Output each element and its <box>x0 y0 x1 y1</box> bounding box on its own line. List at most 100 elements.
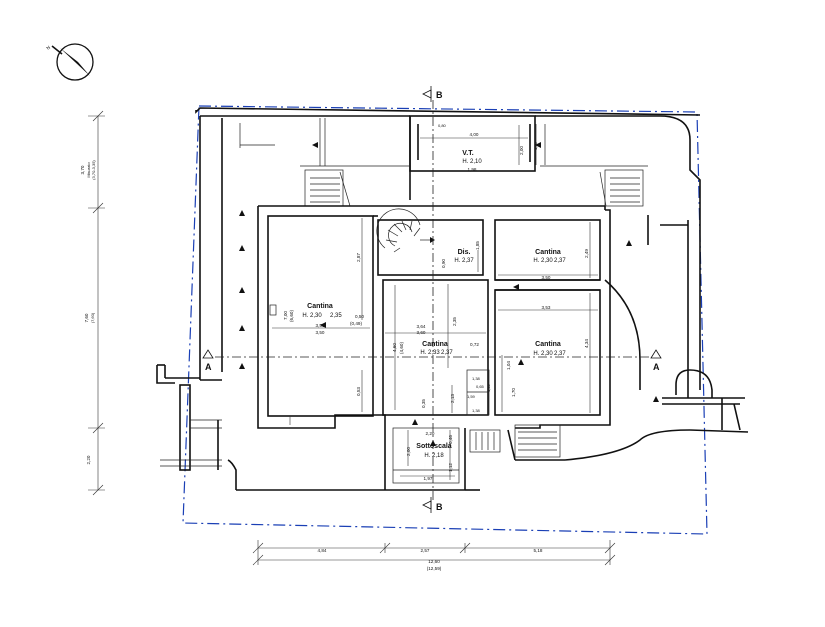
svg-text:V.T.: V.T. <box>462 150 473 157</box>
svg-text:1,12: 1,12 <box>448 463 453 472</box>
stair-top-left <box>304 169 351 207</box>
svg-text:1,97: 1,97 <box>424 476 433 481</box>
room-cantina-middle: Cantina H. 2,33 2,37 <box>420 341 453 356</box>
svg-text:1,85: 1,85 <box>475 241 480 250</box>
spiral-stair <box>376 208 435 253</box>
svg-text:3,64: 3,64 <box>417 324 426 329</box>
svg-text:2,20: 2,20 <box>426 431 435 436</box>
svg-text:A: A <box>205 362 212 372</box>
svg-text:1,70: 1,70 <box>511 388 516 397</box>
section-marker-bottom: B <box>422 497 443 513</box>
svg-text:1,38: 1,38 <box>472 408 481 413</box>
svg-text:H. 2,18: H. 2,18 <box>424 453 444 459</box>
dimension-labels: 4,00 2,00 0,80 2,87 3,51 3,50 7,00 (6,60… <box>283 123 589 481</box>
svg-text:(3,70-3,35): (3,70-3,35) <box>91 160 96 180</box>
svg-text:5,18: 5,18 <box>534 548 543 553</box>
site-walls <box>156 107 749 491</box>
svg-text:4,60: 4,60 <box>392 343 397 352</box>
svg-text:1,38: 1,38 <box>472 376 481 381</box>
svg-text:H. 2,37: H. 2,37 <box>454 258 474 264</box>
svg-text:B: B <box>436 90 443 100</box>
svg-text:0,72: 0,72 <box>470 342 479 347</box>
building-walls <box>257 205 611 491</box>
svg-text:0,35: 0,35 <box>421 399 426 408</box>
section-axis-lines <box>215 100 650 500</box>
left-dimension-chain <box>88 110 105 496</box>
svg-text:(4,60): (4,60) <box>399 342 404 354</box>
svg-text:N: N <box>45 45 51 51</box>
room-vt: V.T. H. 2,10 1,98 <box>462 150 482 172</box>
svg-text:2,35: 2,35 <box>330 313 342 319</box>
svg-text:4,00: 4,00 <box>470 132 479 137</box>
svg-text:(0,49): (0,49) <box>350 321 362 326</box>
svg-text:0,50: 0,50 <box>355 314 364 319</box>
section-marker-top: B <box>422 86 443 102</box>
svg-text:1,98: 1,98 <box>468 167 477 172</box>
svg-text:3,51: 3,51 <box>316 323 325 328</box>
svg-text:0,53: 0,53 <box>356 387 361 396</box>
svg-text:3,50: 3,50 <box>542 275 551 280</box>
svg-text:1,59: 1,59 <box>467 394 476 399</box>
svg-text:3,50: 3,50 <box>316 330 325 335</box>
room-cantina-top-right: Cantina H. 2,30 2,37 <box>533 249 566 264</box>
svg-text:Cantina: Cantina <box>422 341 448 348</box>
inner-dimension-lines <box>272 125 598 480</box>
svg-text:0,46: 0,46 <box>448 435 453 444</box>
svg-text:4,84: 4,84 <box>318 548 327 553</box>
svg-text:(6,60): (6,60) <box>289 310 294 322</box>
svg-text:Dis.: Dis. <box>458 249 471 256</box>
svg-text:3,60: 3,60 <box>417 330 426 335</box>
svg-text:3,53: 3,53 <box>542 305 551 310</box>
svg-text:Cantina: Cantina <box>535 341 561 348</box>
svg-text:2,35: 2,35 <box>452 317 457 326</box>
svg-text:2,37: 2,37 <box>554 258 566 264</box>
svg-text:2,13: 2,13 <box>450 394 455 403</box>
svg-text:0,80: 0,80 <box>438 123 447 128</box>
svg-text:(7,60): (7,60) <box>90 312 95 323</box>
section-marker-right: A <box>650 349 662 372</box>
site-boundary <box>182 105 708 535</box>
bottom-dimension-chain <box>252 540 616 566</box>
svg-text:(12,59): (12,59) <box>427 566 442 571</box>
room-dis: Dis. H. 2,37 <box>454 249 474 264</box>
svg-text:2,00: 2,00 <box>406 447 411 456</box>
stair-top-right <box>599 169 644 207</box>
entrance-arrows <box>239 142 659 446</box>
svg-text:2,37: 2,37 <box>554 351 566 357</box>
svg-text:Sottoscala: Sottoscala <box>416 443 452 450</box>
svg-text:2,49: 2,49 <box>584 249 589 258</box>
svg-text:B: B <box>436 502 443 512</box>
svg-text:2,37: 2,37 <box>441 350 453 356</box>
svg-text:0,65: 0,65 <box>476 384 485 389</box>
svg-text:A: A <box>653 362 660 372</box>
svg-text:7,60: 7,60 <box>84 313 89 322</box>
svg-text:H. 2,33: H. 2,33 <box>420 350 440 356</box>
svg-text:H. 2,30: H. 2,30 <box>533 258 553 264</box>
svg-text:Misurato: Misurato <box>86 162 91 178</box>
svg-text:12,60: 12,60 <box>428 559 440 564</box>
room-cantina-bottom-right: Cantina H. 2,30 2,37 <box>533 341 566 357</box>
svg-text:2,57: 2,57 <box>421 548 430 553</box>
svg-text:Cantina: Cantina <box>535 249 561 256</box>
svg-text:Cantina: Cantina <box>307 303 333 310</box>
room-sottoscala: Sottoscala H. 2,18 <box>416 443 452 459</box>
svg-text:0,90: 0,90 <box>441 259 446 268</box>
svg-text:H. 2,30: H. 2,30 <box>302 313 322 319</box>
svg-text:7,00: 7,00 <box>283 311 288 320</box>
svg-text:H. 2,30: H. 2,30 <box>533 351 553 357</box>
svg-text:2,20: 2,20 <box>86 455 91 464</box>
svg-text:2,00: 2,00 <box>519 146 524 155</box>
svg-text:H. 2,10: H. 2,10 <box>462 159 482 165</box>
window-symbol <box>269 304 277 316</box>
svg-text:2,87: 2,87 <box>356 253 361 262</box>
svg-text:3,70: 3,70 <box>80 165 85 174</box>
bottom-dimension-labels: 4,84 2,57 5,18 12,60 (12,59) <box>318 548 543 571</box>
svg-text:1,04: 1,04 <box>506 361 511 370</box>
svg-text:1,00: 1,00 <box>533 141 538 150</box>
svg-text:1,25: 1,25 <box>486 383 491 392</box>
svg-text:4,34: 4,34 <box>584 339 589 348</box>
left-dimension-labels: 3,70 Misurato (3,70-3,35) 7,60 (7,60) 2,… <box>80 160 96 465</box>
section-marker-left: A <box>202 349 214 372</box>
room-cantina-left: Cantina H. 2,30 2,35 <box>302 303 342 319</box>
